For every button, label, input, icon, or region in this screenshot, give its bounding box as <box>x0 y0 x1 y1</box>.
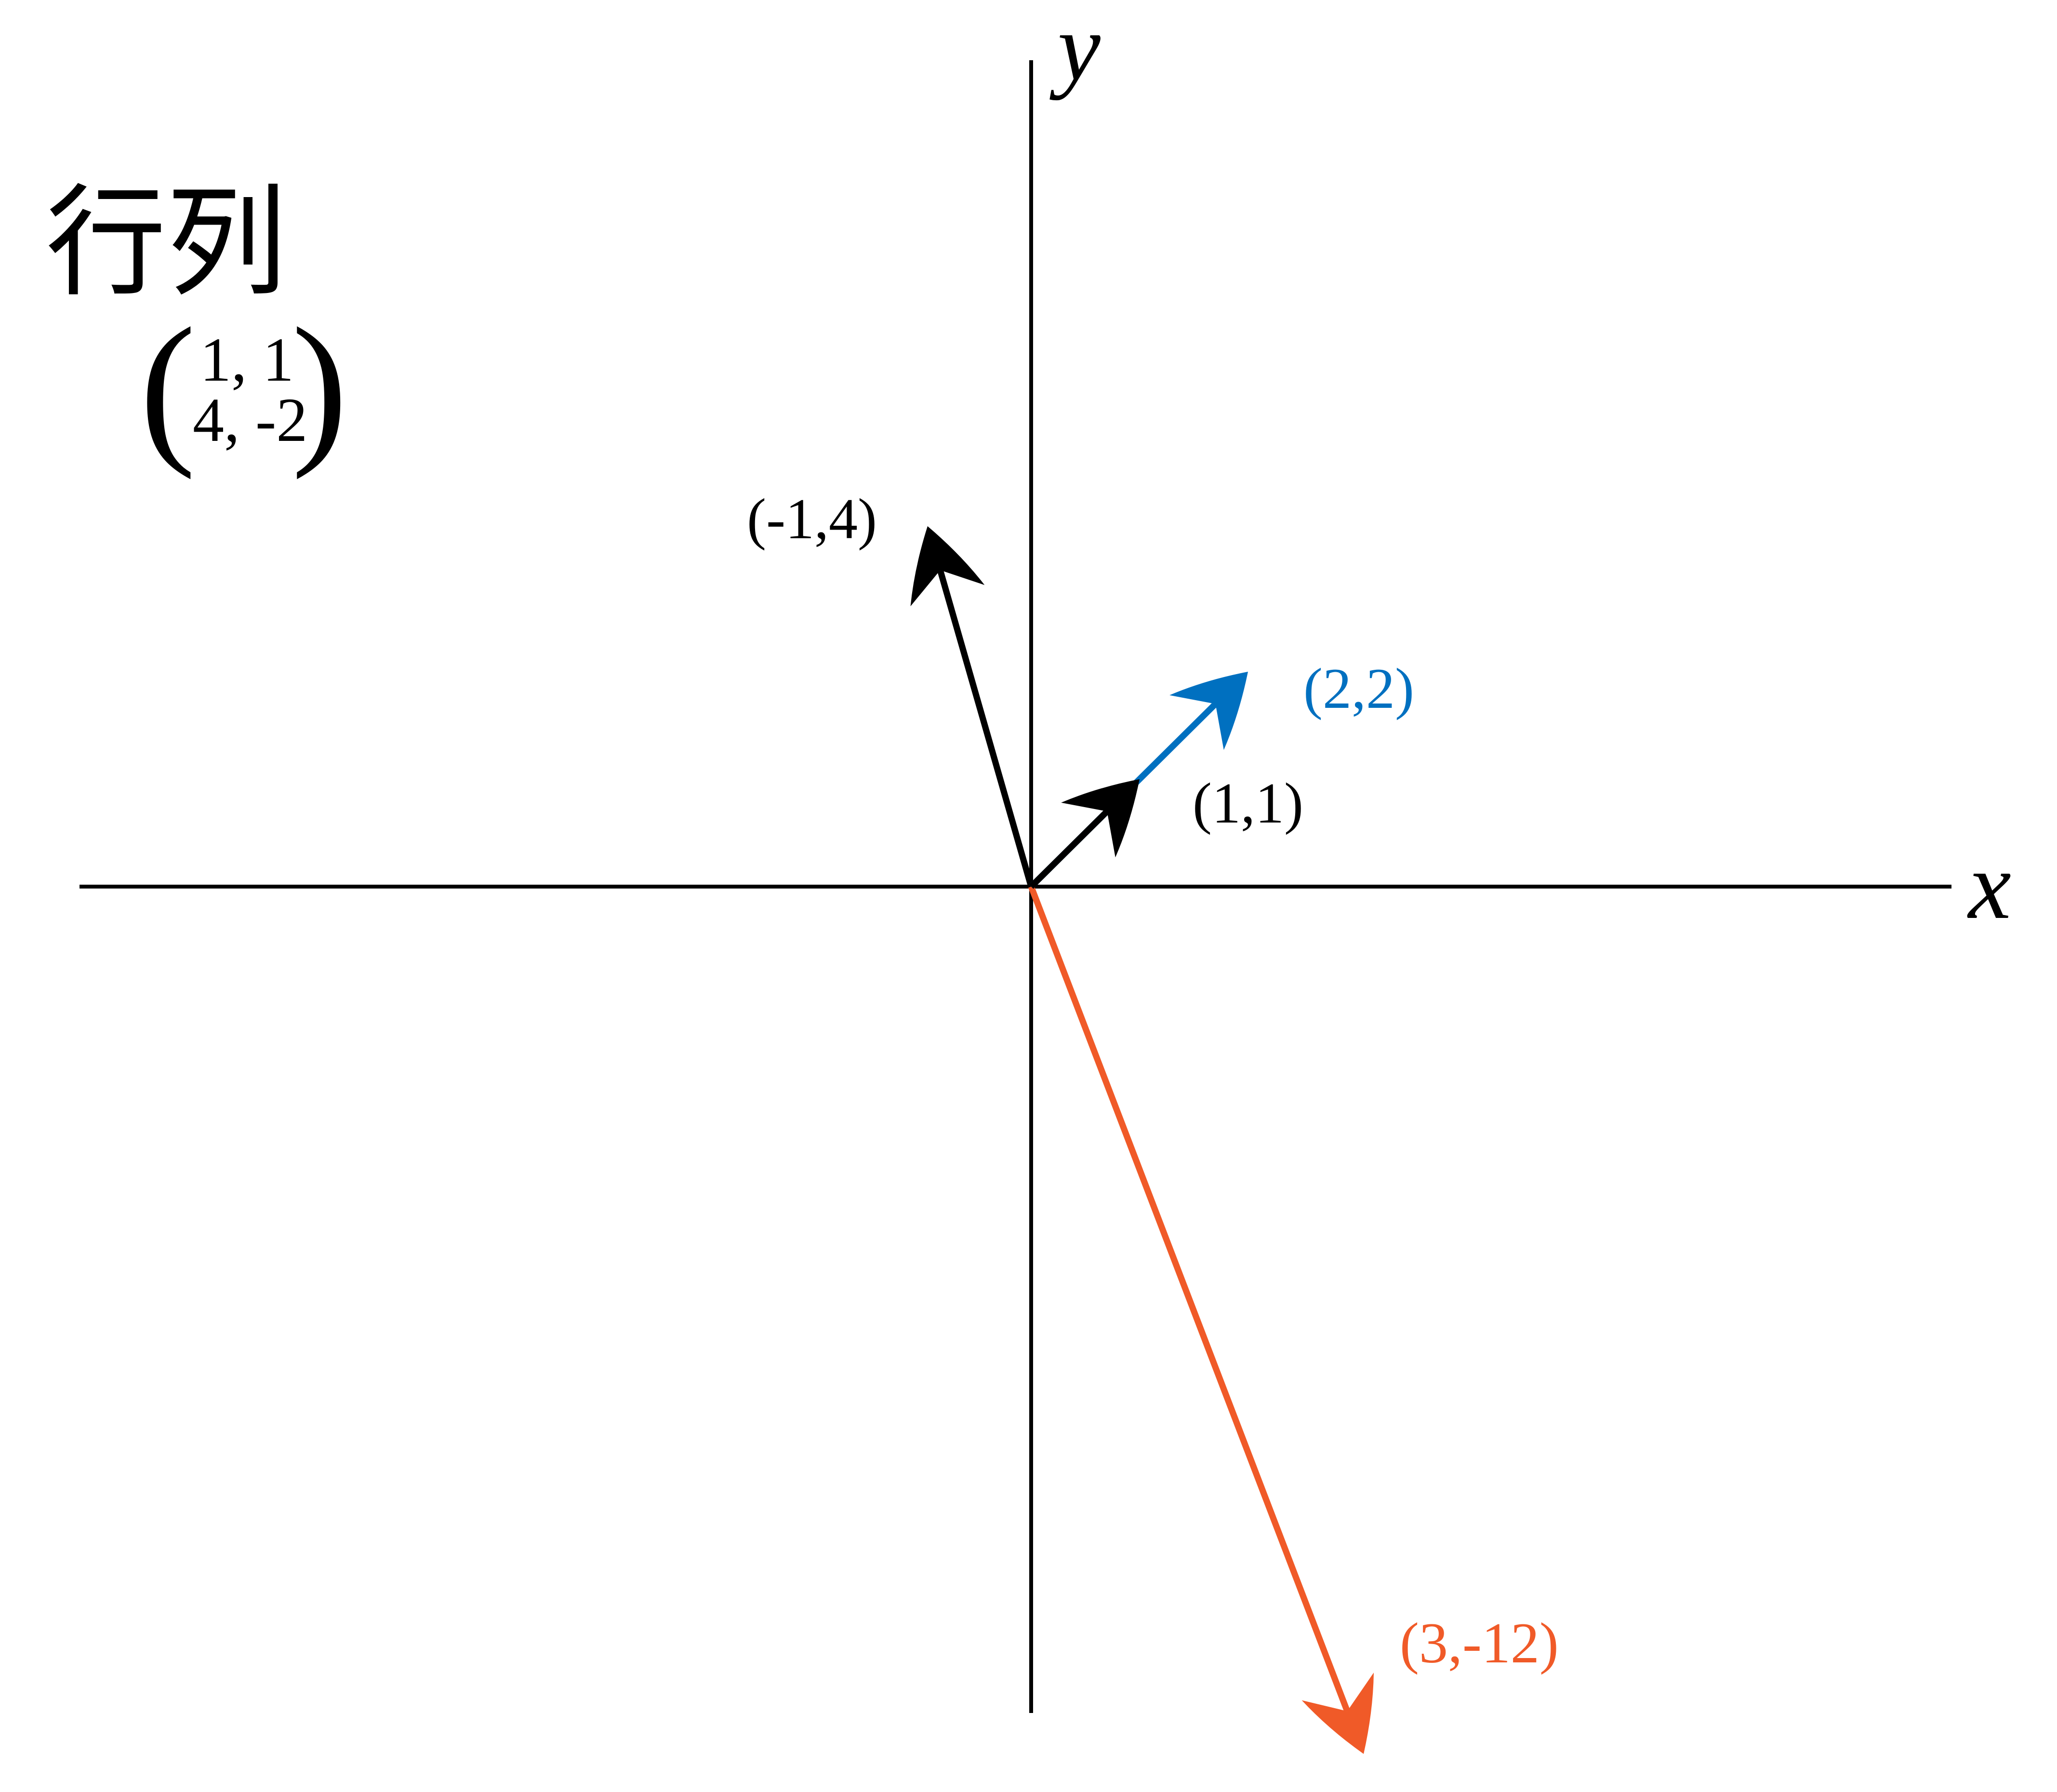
vector-arrowhead <box>1169 672 1248 750</box>
vector-label: (1,1) <box>1193 771 1303 835</box>
vector-arrowhead <box>910 526 985 607</box>
vector-label: (-1,4) <box>747 487 877 551</box>
title: 行列 <box>46 173 287 313</box>
matrix-row-2: 4, -2 <box>193 385 307 455</box>
vector-shaft <box>937 569 1035 888</box>
vector-arrowhead <box>1301 1673 1374 1754</box>
vectors-layer: (-1,4) (3,-12) (2,2)(1,1) <box>747 487 1559 1754</box>
vector-shaft <box>1028 885 1351 1712</box>
x-axis-label: x <box>1967 833 2011 939</box>
vector-label: (3,-12) <box>1400 1611 1559 1675</box>
y-axis-label: y <box>1049 0 1101 101</box>
matrix-row-1: 1, 1 <box>200 325 294 395</box>
vector-neg14: (-1,4) <box>747 487 1035 888</box>
matrix: ( 1, 1 4, -2 ) <box>140 293 348 480</box>
matrix-right-paren: ) <box>292 293 348 480</box>
matrix-left-paren: ( <box>140 293 196 480</box>
vector-label: (2,2) <box>1303 656 1414 720</box>
vector-arrowhead <box>1061 779 1140 858</box>
vector-3neg12: (3,-12) <box>1028 885 1559 1754</box>
vector-shaft <box>1029 809 1110 889</box>
vector-11: (1,1) <box>1029 771 1303 889</box>
